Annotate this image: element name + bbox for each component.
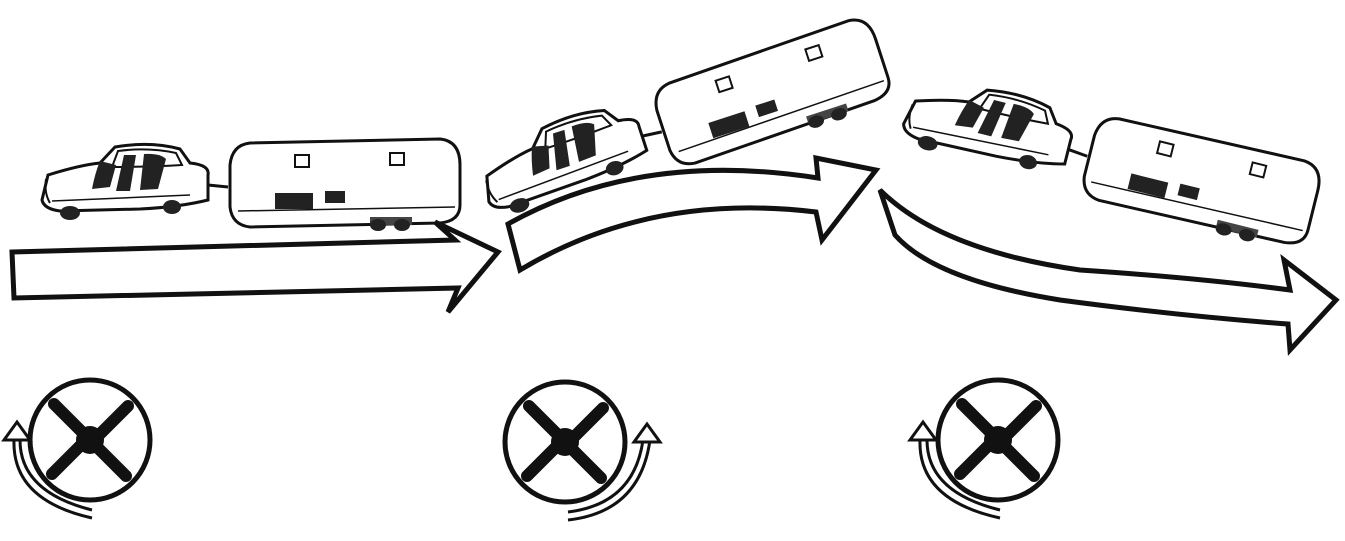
direction-arrow-icon <box>12 222 498 312</box>
step-descend <box>880 65 1336 518</box>
step-straight <box>4 139 498 518</box>
car-trailer-rig <box>896 65 1324 255</box>
steering-wheel <box>30 380 150 500</box>
steering-wheel <box>505 382 625 502</box>
step-climb <box>470 15 896 520</box>
steering-wheel <box>938 380 1058 500</box>
car-trailer-rig <box>42 139 460 231</box>
